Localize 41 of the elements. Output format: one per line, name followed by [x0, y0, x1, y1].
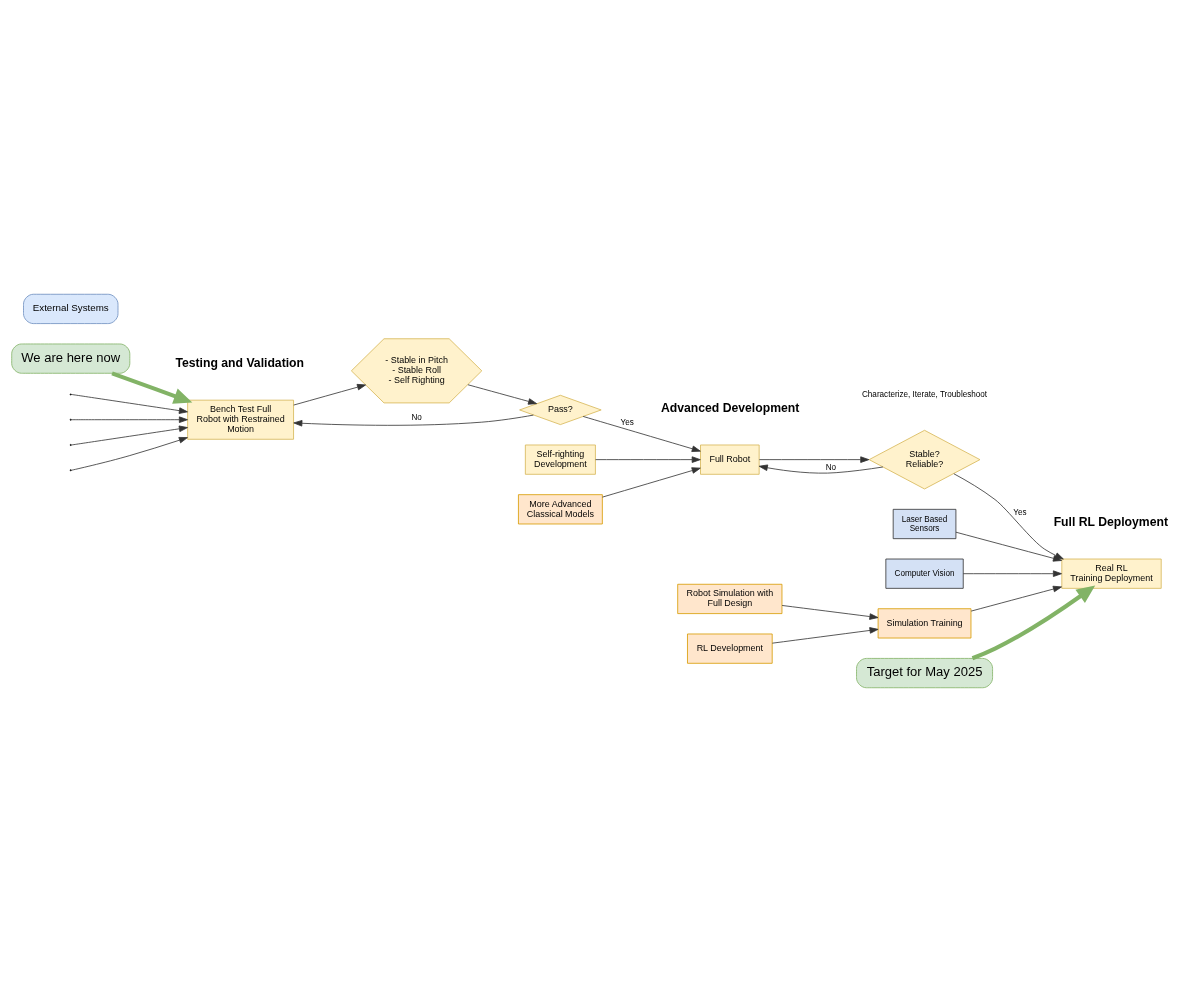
label: Advanced Development: [661, 400, 800, 415]
arrow: [111, 370, 193, 404]
arrow: [758, 455, 870, 463]
node-box: We are here now: [11, 343, 131, 374]
edge-label: No: [825, 462, 837, 472]
arrow: [71, 393, 188, 414]
arrow: [962, 569, 1062, 577]
node-box: RL Development: [687, 633, 773, 664]
arrow: [71, 436, 188, 471]
edge-label: Yes: [620, 417, 634, 427]
arrow: [293, 383, 366, 405]
arrow: [71, 415, 188, 423]
node-box: Computer Vision: [885, 558, 964, 589]
node-box: Laser Based Sensors: [892, 508, 957, 539]
node-box: Real RL Training Deployment: [1061, 558, 1162, 589]
arrow: [293, 414, 534, 427]
node-box: External Systems: [23, 293, 119, 324]
node-box: Target for May 2025: [856, 657, 993, 688]
arrow: [781, 604, 879, 620]
label: Characterize, Iterate, Troubleshoot: [861, 389, 988, 399]
node-box: Full Robot: [700, 444, 760, 475]
edge-label: Yes: [1013, 507, 1027, 517]
arrow: [602, 466, 701, 497]
arrow: [771, 626, 879, 644]
node-box: Simulation Training: [877, 607, 972, 638]
label: Full RL Deployment: [1053, 514, 1169, 529]
arrow: [953, 472, 1064, 559]
arrow: [971, 585, 1096, 660]
label: Testing and Validation: [175, 355, 305, 370]
edge-label: No: [411, 412, 422, 422]
node-diamond: Stable? Reliable?: [868, 429, 981, 489]
arrow: [970, 585, 1062, 611]
arrow: [467, 383, 538, 405]
arrow: [71, 425, 188, 445]
node-box: Bench Test Full Robot with Restrained Motion: [187, 399, 294, 440]
node-box: Self-righting Development: [524, 444, 596, 475]
node-box: More Advanced Classical Models: [518, 493, 603, 524]
arrow: [758, 464, 884, 474]
arrow: [595, 455, 701, 463]
node-box: Robot Simulation with Full Design: [677, 583, 783, 614]
arrow: [582, 415, 701, 452]
